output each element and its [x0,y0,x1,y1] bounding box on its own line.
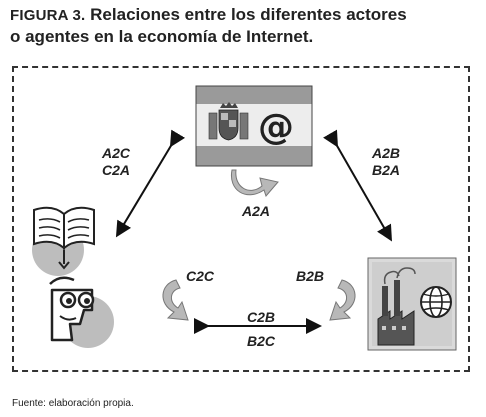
at-sign-icon: @ [258,107,294,148]
figure-title: FIGURA 3. Relaciones entre los diferente… [10,4,480,47]
coat-of-arms-icon [208,102,249,141]
open-book-icon [33,206,95,251]
diagram-frame [12,66,470,372]
figure-title-line1: Relaciones entre los diferentes actores [90,5,407,24]
relation-label-a2b: A2B [371,145,400,161]
relation-label-a2c: A2C [101,145,130,161]
b2b-cycle-arrow [329,279,356,321]
relation-label-c2b: C2B [246,309,275,325]
consumer-icon [32,206,114,348]
relation-label-b2a: B2A [371,162,400,178]
a2a-cycle-arrow [230,169,279,197]
person-with-glasses-icon [49,276,95,342]
figure-title-line2: o agentes en la economía de Internet. [10,27,314,46]
figure-source: Fuente: elaboración propia. [12,398,134,409]
admin-consumer-arrow [115,129,186,238]
globe-icon [420,286,452,318]
c2c-cycle-arrow [162,279,189,321]
factory-icon [377,267,416,346]
figure-label: FIGURA 3. [10,7,86,24]
spain-flag-icon: @ [195,85,313,167]
relation-label-a2a: A2A [241,203,270,219]
business-icon [367,257,457,351]
relation-label-c2a: C2A [101,162,130,178]
relation-label-b2b: B2B [295,268,324,284]
relation-label-c2c: C2C [185,268,214,284]
relation-label-b2c: B2C [246,333,275,349]
admin-business-arrow [323,129,392,242]
